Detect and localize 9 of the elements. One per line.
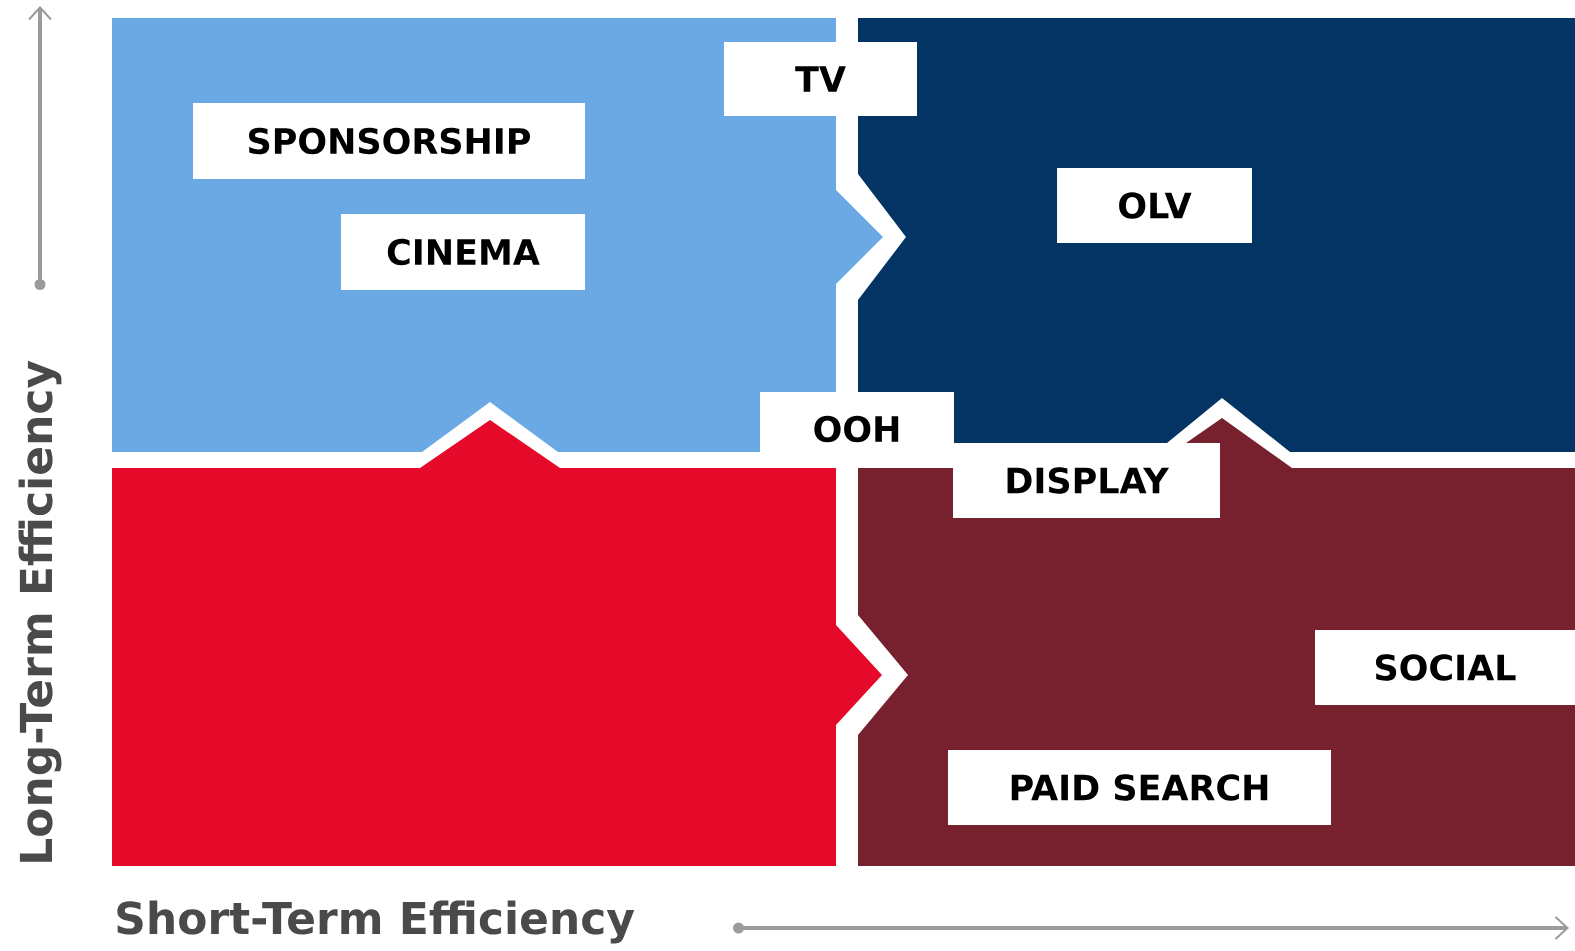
label-box: CINEMA [341,214,585,290]
axis-title: Long-Term Efficiency [18,360,62,862]
node-label: OOH [814,415,899,443]
label-box: SPONSORSHIP [193,103,585,179]
label-box: SOCIAL [1315,630,1575,705]
label-box: PAID SEARCH [948,750,1331,825]
label-box: OOH [760,392,954,466]
label-box: TV [724,42,917,116]
label-box: OLV [1057,168,1252,243]
